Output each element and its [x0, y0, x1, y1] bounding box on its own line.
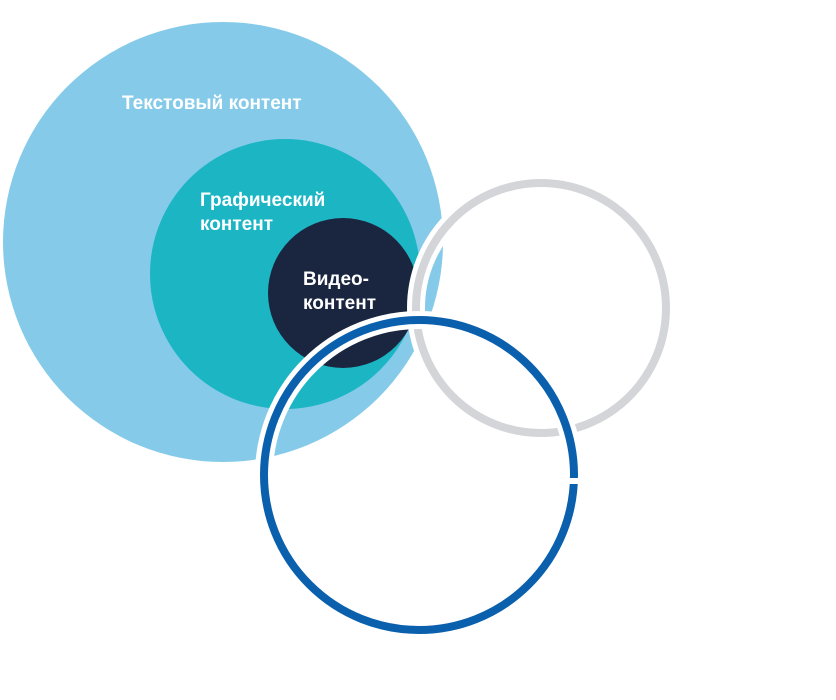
graphic-content-label-line2: контент: [200, 214, 273, 235]
text-content-label: Текстовый контент: [122, 93, 302, 114]
blue-ring-notch: [566, 478, 580, 484]
video-content-label-line2: контент: [303, 293, 376, 314]
blue-ring: [260, 316, 578, 634]
grey-ring: [412, 179, 670, 437]
video-content-label-line1: Видео-: [303, 269, 369, 290]
graphic-content-label-line1: Графический: [200, 190, 325, 211]
